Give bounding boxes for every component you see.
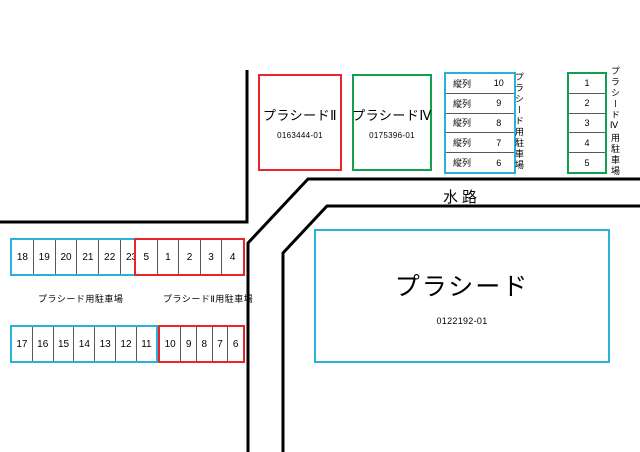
building-placide-main-code: 0122192-01 (436, 315, 488, 326)
row-number: 7 (496, 137, 502, 148)
table-row[interactable]: 5 (569, 153, 605, 172)
parking-stall[interactable]: 8 (196, 327, 213, 361)
parking-stall[interactable]: 19 (33, 240, 56, 274)
caption-placide-4-parking: プラシードⅣ用駐車場 (610, 66, 620, 177)
table-row[interactable]: 縦列 10 (446, 74, 514, 94)
parking-stall[interactable]: 4 (222, 240, 243, 274)
road-edge-inner (281, 204, 640, 452)
table-placide-column-parking[interactable]: 縦列 10 縦列 9 縦列 8 縦列 7 縦列 6 (444, 72, 516, 174)
parking-stall[interactable]: 17 (12, 327, 33, 361)
row-label: 縦列 (453, 138, 472, 149)
row-label: 縦列 (453, 78, 472, 89)
road-edge-outer (246, 177, 640, 452)
waterway-label: 水路 (443, 189, 482, 206)
row-number: 2 (584, 98, 590, 109)
parking-stall[interactable]: 18 (12, 240, 34, 274)
road-line-west (0, 70, 249, 224)
parking-stall[interactable]: 5 (136, 240, 158, 274)
row-number: 10 (493, 78, 504, 89)
parking-stall[interactable]: 2 (179, 240, 201, 274)
caption-upper-red-strip: プラシードⅡ用駐車場 (163, 294, 254, 304)
parking-stall[interactable]: 6 (228, 327, 243, 361)
table-row[interactable]: 縦列 7 (446, 133, 514, 154)
row-number: 1 (584, 78, 590, 89)
parking-stall[interactable]: 21 (77, 240, 100, 274)
table-row[interactable]: 縦列 8 (446, 114, 514, 134)
row-number: 9 (496, 98, 502, 109)
row-number: 5 (584, 157, 590, 168)
building-placide-main[interactable]: プラシード 0122192-01 (314, 229, 610, 363)
parking-stall[interactable]: 16 (32, 327, 54, 361)
row-number: 4 (584, 137, 590, 148)
row-number: 6 (496, 157, 502, 168)
caption-upper-blue-strip: プラシード用駐車場 (38, 294, 124, 304)
table-row[interactable]: 4 (569, 133, 605, 154)
building-placide-2[interactable]: プラシードⅡ 0163444-01 (258, 74, 342, 171)
building-placide-4-title: プラシードⅣ (352, 108, 432, 123)
parking-stall[interactable]: 20 (55, 240, 78, 274)
parking-stall[interactable]: 10 (160, 327, 182, 361)
parking-strip-lower-blue[interactable]: 17 16 15 14 13 12 11 (10, 325, 158, 363)
building-placide-4[interactable]: プラシードⅣ 0175396-01 (352, 74, 432, 171)
building-placide-2-code: 0163444-01 (277, 131, 323, 140)
building-placide-2-title: プラシードⅡ (262, 108, 338, 123)
parking-stall[interactable]: 14 (74, 327, 96, 361)
parking-stall[interactable]: 15 (53, 327, 75, 361)
parking-strip-upper-blue[interactable]: 18 19 20 21 22 23 (10, 238, 144, 276)
table-row[interactable]: 縦列 9 (446, 94, 514, 114)
caption-placide-column-parking: プラシード用駐車場 (514, 72, 524, 171)
row-label: 縦列 (453, 98, 472, 109)
parking-stall[interactable]: 22 (99, 240, 122, 274)
parking-stall[interactable]: 1 (157, 240, 180, 274)
table-row[interactable]: 3 (569, 114, 605, 134)
table-row[interactable]: 2 (569, 94, 605, 114)
row-label: 縦列 (453, 158, 472, 169)
parking-strip-upper-red[interactable]: 5 1 2 3 4 (134, 238, 245, 276)
parking-stall[interactable]: 9 (181, 327, 197, 361)
table-row[interactable]: 1 (569, 74, 605, 94)
parking-stall[interactable]: 11 (136, 327, 156, 361)
parking-stall[interactable]: 7 (212, 327, 229, 361)
row-label: 縦列 (453, 118, 472, 129)
parking-strip-lower-red[interactable]: 10 9 8 7 6 (158, 325, 245, 363)
row-number: 3 (584, 117, 590, 128)
building-placide-4-code: 0175396-01 (369, 131, 415, 140)
table-placide-4-parking[interactable]: 1 2 3 4 5 (567, 72, 607, 174)
parking-stall[interactable]: 3 (200, 240, 223, 274)
parking-stall[interactable]: 13 (95, 327, 117, 361)
row-number: 8 (496, 117, 502, 128)
table-row[interactable]: 縦列 6 (446, 153, 514, 172)
building-placide-main-title: プラシード (394, 272, 530, 301)
parking-stall[interactable]: 12 (116, 327, 137, 361)
